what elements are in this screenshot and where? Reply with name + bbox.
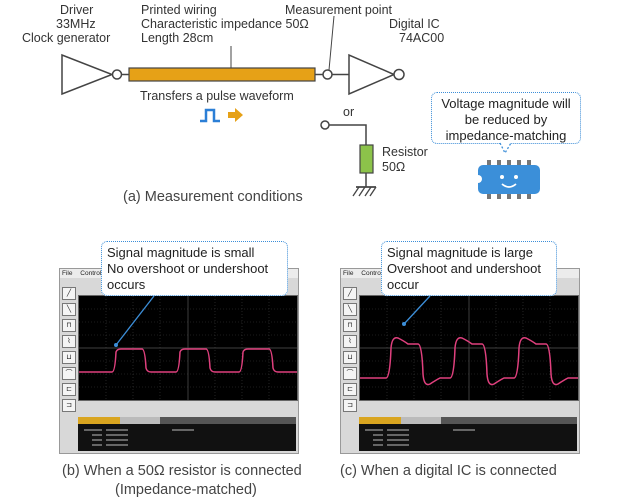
impedance-callout-tail: [499, 142, 512, 155]
scope-c-readout-lines: [365, 429, 475, 446]
caption-b-line-2: (Impedance-matched): [115, 482, 257, 498]
scope-b-tool-timeout-icon[interactable]: ⊏: [62, 383, 76, 396]
scope-b-menu-file[interactable]: File: [62, 270, 73, 277]
pulse-arrow-icon: [228, 108, 243, 122]
scope-c-measurement-panel: [359, 417, 577, 451]
scope-c-tool-width-icon[interactable]: ⊔: [343, 351, 357, 364]
or-label: or: [343, 105, 355, 119]
scope-b: File Control ╱ ╲ ⊓ ⌇ ⊔ ⌒ ⊏ ⊐: [59, 268, 299, 454]
scope-c-trace: [360, 336, 578, 386]
scope-c-screen[interactable]: [359, 295, 579, 401]
scope-c-tool-rise-icon[interactable]: ╱: [343, 287, 357, 300]
scope-c-tool-runt-icon[interactable]: ⌒: [343, 367, 357, 380]
scope-c-tool-glitch-icon[interactable]: ⌇: [343, 335, 357, 348]
resistor-label-1: Resistor: [382, 145, 428, 159]
scope-b-trace: [79, 348, 297, 373]
ic-inverter-symbol: [348, 53, 396, 96]
scope-b-tool-width-icon[interactable]: ⊔: [62, 351, 76, 364]
chip-mascot-icon: [478, 160, 540, 199]
measurement-node: [322, 69, 333, 80]
wiring-label-1: Printed wiring: [141, 3, 217, 17]
resistor-label-2: 50Ω: [382, 160, 406, 174]
scope-c: File Control ╱ ╲ ⊓ ⌇ ⊔ ⌒ ⊏ ⊐: [340, 268, 580, 454]
scope-c-tool-fall-icon[interactable]: ╲: [343, 303, 357, 316]
caption-c-line-1: (c) When a digital IC is connected: [340, 463, 557, 479]
scope-c-callout-line-2: Overshoot and undershoot: [387, 261, 541, 276]
scope-c-waveform: [360, 296, 578, 400]
scope-b-readout: [82, 427, 282, 447]
scope-b-tool-runt-icon[interactable]: ⌒: [62, 367, 76, 380]
resistor-node: [320, 120, 330, 130]
measurement-leader: [328, 15, 335, 71]
ic-label-2: 74AC00: [399, 31, 445, 45]
scope-c-tab-markers[interactable]: [401, 417, 441, 424]
impedance-callout-line-2: be reduced by: [464, 112, 548, 127]
caption-b-line-1: (b) When a 50Ω resistor is connected: [62, 463, 302, 479]
scope-b-callout-line-3: occurs: [107, 277, 146, 292]
ground-symbol: [352, 186, 377, 197]
scope-b-tab-measurements[interactable]: [78, 417, 120, 424]
scope-c-menu-file[interactable]: File: [343, 270, 354, 277]
scope-b-callout-line-1: Signal magnitude is small: [107, 245, 255, 260]
scope-b-tool-fall-icon[interactable]: ╲: [62, 303, 76, 316]
resistor-wire-top: [329, 124, 367, 145]
impedance-callout-line-3: impedance-matching: [445, 128, 567, 143]
wiring-label-3: Length 28cm: [141, 31, 214, 45]
ic-inverter-bubble: [393, 68, 405, 81]
scope-b-tab-markers[interactable]: [120, 417, 160, 424]
scope-b-waveform: [79, 296, 297, 400]
wiring-label-2: Characteristic impedance 50Ω: [141, 17, 309, 31]
scope-c-toolbar: ╱ ╲ ⊓ ⌇ ⊔ ⌒ ⊏ ⊐: [343, 287, 357, 417]
scope-b-tool-glitch-icon[interactable]: ⌇: [62, 335, 76, 348]
scope-b-screen[interactable]: [78, 295, 298, 401]
scope-b-tabs: [78, 417, 296, 424]
scope-b-tool-pulse-icon[interactable]: ⊓: [62, 319, 76, 332]
driver-output-node: [111, 69, 123, 80]
scope-b-readout-lines: [84, 429, 194, 446]
driver-label-1: Driver: [60, 3, 94, 17]
scope-c-callout-line-3: occur: [387, 277, 419, 292]
pulse-label: Transfers a pulse waveform: [140, 89, 294, 103]
scope-c-menu-control[interactable]: Control: [361, 270, 383, 277]
scope-c-tool-window-icon[interactable]: ⊐: [343, 399, 357, 412]
scope-b-toolbar: ╱ ╲ ⊓ ⌇ ⊔ ⌒ ⊏ ⊐: [62, 287, 76, 417]
scope-b-tool-window-icon[interactable]: ⊐: [62, 399, 76, 412]
driver-label-3: Clock generator: [22, 31, 111, 45]
scope-b-callout: Signal magnitude is small No overshoot o…: [101, 241, 288, 296]
impedance-callout-line-1: Voltage magnitude will: [441, 96, 571, 111]
impedance-callout: Voltage magnitude will be reduced by imp…: [431, 92, 581, 144]
scope-b-measurement-panel: [78, 417, 296, 451]
caption-measurement-conditions: (a) Measurement conditions: [123, 189, 303, 205]
resistor-symbol: [359, 144, 374, 174]
scope-c-callout-line-1: Signal magnitude is large: [387, 245, 533, 260]
printed-wiring-bar: [128, 67, 316, 82]
scope-b-menu-control[interactable]: Control: [80, 270, 102, 277]
scope-c-tab-measurements[interactable]: [359, 417, 401, 424]
ic-label-1: Digital IC: [389, 17, 440, 31]
scope-b-tool-rise-icon[interactable]: ╱: [62, 287, 76, 300]
measurement-point-label: Measurement point: [285, 3, 393, 17]
scope-c-readout: [363, 427, 563, 447]
driver-label-2: 33MHz: [56, 17, 96, 31]
scope-c-tool-timeout-icon[interactable]: ⊏: [343, 383, 357, 396]
scope-c-tabs: [359, 417, 577, 424]
pulse-icon: [200, 108, 220, 123]
driver-buffer-symbol: [61, 53, 115, 96]
scope-c-tool-pulse-icon[interactable]: ⊓: [343, 319, 357, 332]
scope-b-callout-line-2: No overshoot or undershoot: [107, 261, 269, 276]
scope-c-callout: Signal magnitude is large Overshoot and …: [381, 241, 557, 296]
